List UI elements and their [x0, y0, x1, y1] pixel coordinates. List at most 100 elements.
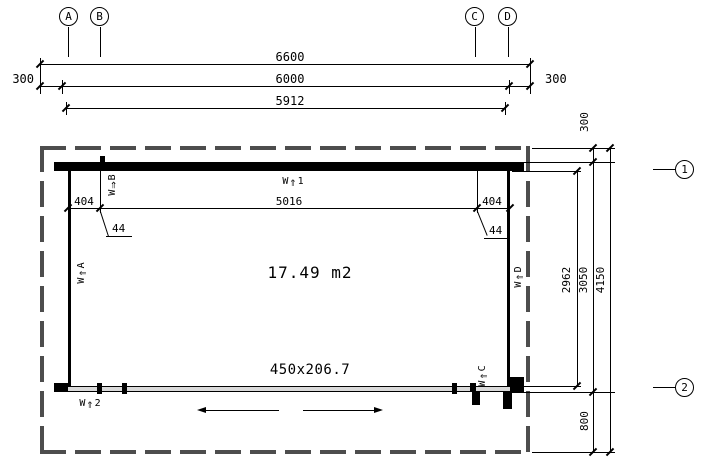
dim-line-total-height [610, 148, 612, 452]
slide-arrow-left-head [197, 407, 206, 413]
dim-frame-width: 6000 [275, 72, 305, 86]
door-post-lower [503, 392, 512, 409]
up-arrow-icon: ⇑ [289, 175, 297, 189]
window-label-w1-suffix: 1 [297, 176, 304, 187]
ext-line-right-outer [530, 58, 532, 94]
leader-line [476, 210, 488, 236]
grid-marker-d: D [498, 7, 517, 26]
ext-line-jamb-left [100, 171, 102, 213]
grid-marker-1-label: 1 [681, 163, 688, 176]
dim-wall-height: 3050 [576, 266, 590, 294]
door-post [452, 383, 457, 394]
window-label-w2: W⇑2 [72, 397, 108, 411]
window-label-wb: W⇒B [106, 167, 120, 203]
grid-marker-d-label: D [504, 10, 511, 23]
ext-line-jamb-right [477, 171, 479, 213]
grid-marker-2-label: 2 [681, 381, 688, 394]
wall-left [68, 162, 71, 392]
grid-line-b [100, 27, 102, 57]
leader-underline [106, 236, 132, 238]
grid-line-c [475, 27, 477, 57]
grid-line-a [68, 27, 70, 57]
dim-wall-width: 5912 [275, 94, 305, 108]
window-label-wd-suffix: D [513, 266, 524, 273]
window-label-w2-prefix: W [79, 398, 86, 409]
grid-marker-2: 2 [675, 378, 694, 397]
ext-line-roof-bottom [532, 452, 615, 454]
dim-line-frame-width [40, 86, 530, 88]
ext-line-inner-bottom [512, 386, 581, 388]
window-label-wd: W⇑D [512, 259, 526, 295]
wall-right [507, 162, 510, 392]
grid-line-1 [653, 169, 675, 171]
wall-top [68, 162, 510, 171]
dim-bottom-overhang: 800 [577, 411, 591, 431]
window-label-wa-suffix: A [76, 262, 87, 269]
dim-total-height: 4150 [593, 266, 607, 294]
dim-post-left: 44 [112, 222, 126, 235]
dim-line-wall-height [593, 148, 595, 452]
grid-marker-1: 1 [675, 160, 694, 179]
grid-marker-c-label: C [471, 10, 478, 23]
window-label-wc: W⇑C [476, 358, 490, 394]
wall-bottom-glazing [68, 386, 510, 392]
door-size-label: 450x206.7 [269, 362, 351, 378]
dim-right-offset: 404 [482, 195, 502, 208]
grid-line-d [508, 27, 510, 57]
grid-marker-a-label: A [65, 10, 72, 23]
dim-line-interior [68, 208, 510, 210]
window-label-w1-prefix: W [282, 176, 289, 187]
dim-right-overhang: 300 [545, 72, 567, 86]
slide-arrow-right-shaft [303, 410, 379, 412]
grid-line-2 [653, 387, 675, 389]
corner-stub-top-left [54, 162, 68, 171]
door-post [97, 383, 102, 394]
room-area-label: 17.49 m2 [267, 263, 353, 282]
grid-marker-a: A [59, 7, 78, 26]
left-arrow-icon: ⇑ [512, 273, 526, 281]
door-post [470, 383, 476, 392]
ext-line-inner-top [512, 171, 581, 173]
window-label-wc-suffix: C [477, 365, 488, 372]
window-label-w2-suffix: 2 [94, 398, 101, 409]
dim-left-overhang: 300 [12, 72, 34, 86]
roof-outline-right [526, 146, 530, 454]
ext-line-wall-bottom [512, 392, 615, 394]
up-arrow-icon: ⇒ [106, 181, 120, 189]
corner-stub-bottom-right [510, 377, 524, 392]
left-arrow-icon: ⇑ [476, 372, 490, 380]
dim-line-overall-width [40, 64, 530, 66]
corner-stub-top-right [510, 162, 524, 171]
window-label-w1: W⇑1 [275, 175, 311, 189]
grid-marker-b: B [90, 7, 109, 26]
slide-arrow-left-shaft [203, 410, 279, 412]
window-label-wb-suffix: B [107, 174, 118, 181]
window-label-wa-prefix: W [76, 277, 87, 284]
ext-line-wall-top [512, 162, 615, 164]
dim-post-right: 44 [489, 224, 503, 237]
window-label-wa: W⇑A [75, 255, 89, 291]
roof-outline-top [40, 146, 530, 150]
ext-line-roof-top [532, 148, 615, 150]
roof-outline-left [40, 146, 44, 454]
dim-line-inner-height [577, 171, 579, 386]
grid-marker-c: C [465, 7, 484, 26]
door-post [122, 383, 127, 394]
dim-left-offset: 404 [74, 195, 94, 208]
ext-line-left-outer [40, 58, 42, 94]
dim-line-wall-width [66, 108, 505, 110]
leader-line [99, 210, 109, 237]
window-label-wc-prefix: W [477, 380, 488, 387]
dim-glazing-width: 5016 [275, 195, 303, 208]
left-arrow-icon: ⇑ [75, 269, 89, 277]
grid-marker-b-label: B [96, 10, 103, 23]
roof-outline-bottom [40, 450, 530, 454]
slide-arrow-right-head [374, 407, 383, 413]
window-label-wb-prefix: W [107, 189, 118, 196]
dim-overall-width: 6600 [275, 50, 305, 64]
up-arrow-icon: ⇑ [86, 397, 94, 411]
corner-stub-bottom-left [54, 383, 68, 392]
door-post-lower [472, 392, 480, 405]
dim-top-overhang: 300 [577, 112, 591, 132]
